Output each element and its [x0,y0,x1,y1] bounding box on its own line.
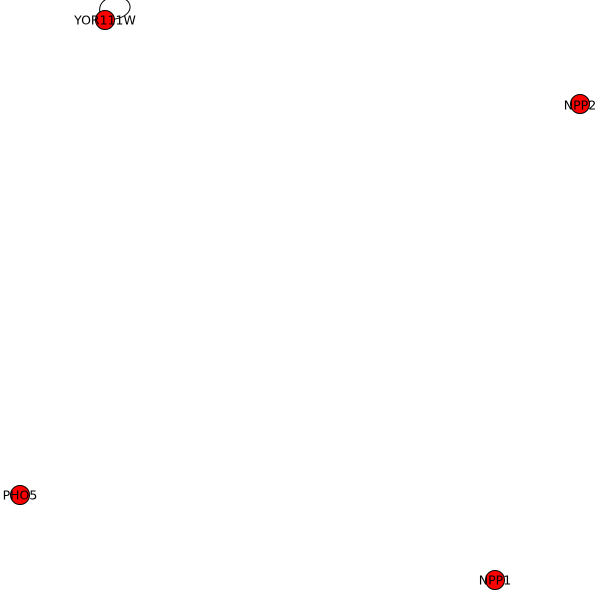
node-yor111w-circle [95,10,115,30]
edge-self-loop-yor111w [99,0,131,20]
node-npp2-label: NPP2 [564,98,596,113]
node-npp1[interactable]: NPP1 [479,570,511,590]
node-npp2-circle [570,94,590,114]
node-pho5-label: PHO5 [3,488,38,503]
node-pho5-circle [10,485,30,505]
node-yor111w-label: YOR111W [73,13,136,28]
node-npp1-label: NPP1 [479,573,511,588]
node-pho5[interactable]: PHO5 [3,485,38,505]
node-yor111w[interactable]: YOR111W [73,10,136,30]
node-npp1-circle [485,570,505,590]
node-npp2[interactable]: NPP2 [564,94,596,114]
